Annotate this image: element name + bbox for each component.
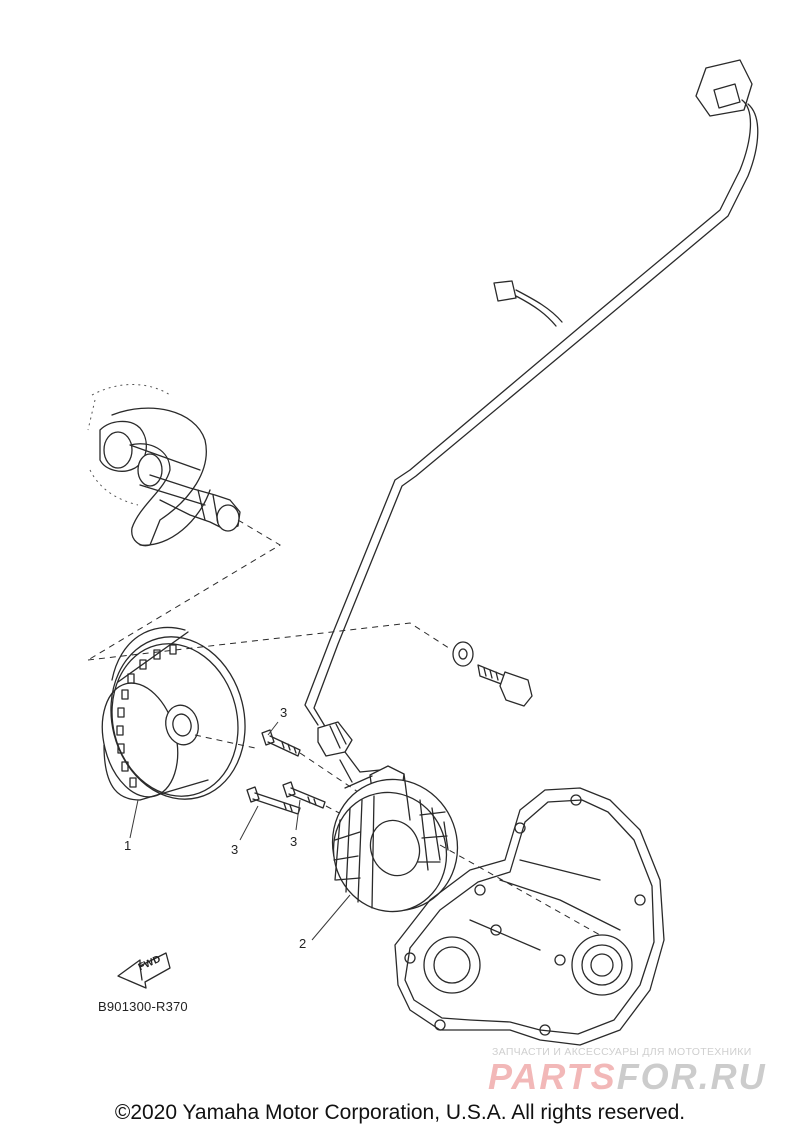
crankshaft-drawing [87, 384, 281, 661]
diagram-code: B901300-R370 [98, 999, 188, 1014]
callout-1: 1 [124, 838, 132, 853]
callout-3-upper: 3 [280, 705, 288, 720]
flywheel-rotor-drawing [87, 622, 453, 839]
stator-drawing [311, 765, 459, 941]
stator-bolts-drawing [239, 721, 401, 846]
callout-3-lower-right: 3 [290, 834, 298, 849]
callout-3-lower-left: 3 [231, 842, 239, 857]
crankcase-cover-drawing [394, 787, 665, 1046]
watermark-logo-part2: FOR.RU [616, 1056, 767, 1097]
copyright-notice: ©2020 Yamaha Motor Corporation, U.S.A. A… [114, 1101, 686, 1124]
callout-2: 2 [299, 936, 307, 951]
watermark-tagline: ЗАПЧАСТИ И АКСЕССУАРЫ ДЛЯ МОТОТЕХНИКИ [492, 1046, 752, 1058]
washer-bolt-drawing [452, 641, 533, 707]
watermark-logo: PARTSFOR.RU [488, 1056, 767, 1098]
wire-harness-drawing [304, 59, 759, 783]
watermark-logo-part1: PARTS [488, 1056, 617, 1097]
fwd-arrow-icon [117, 952, 171, 989]
